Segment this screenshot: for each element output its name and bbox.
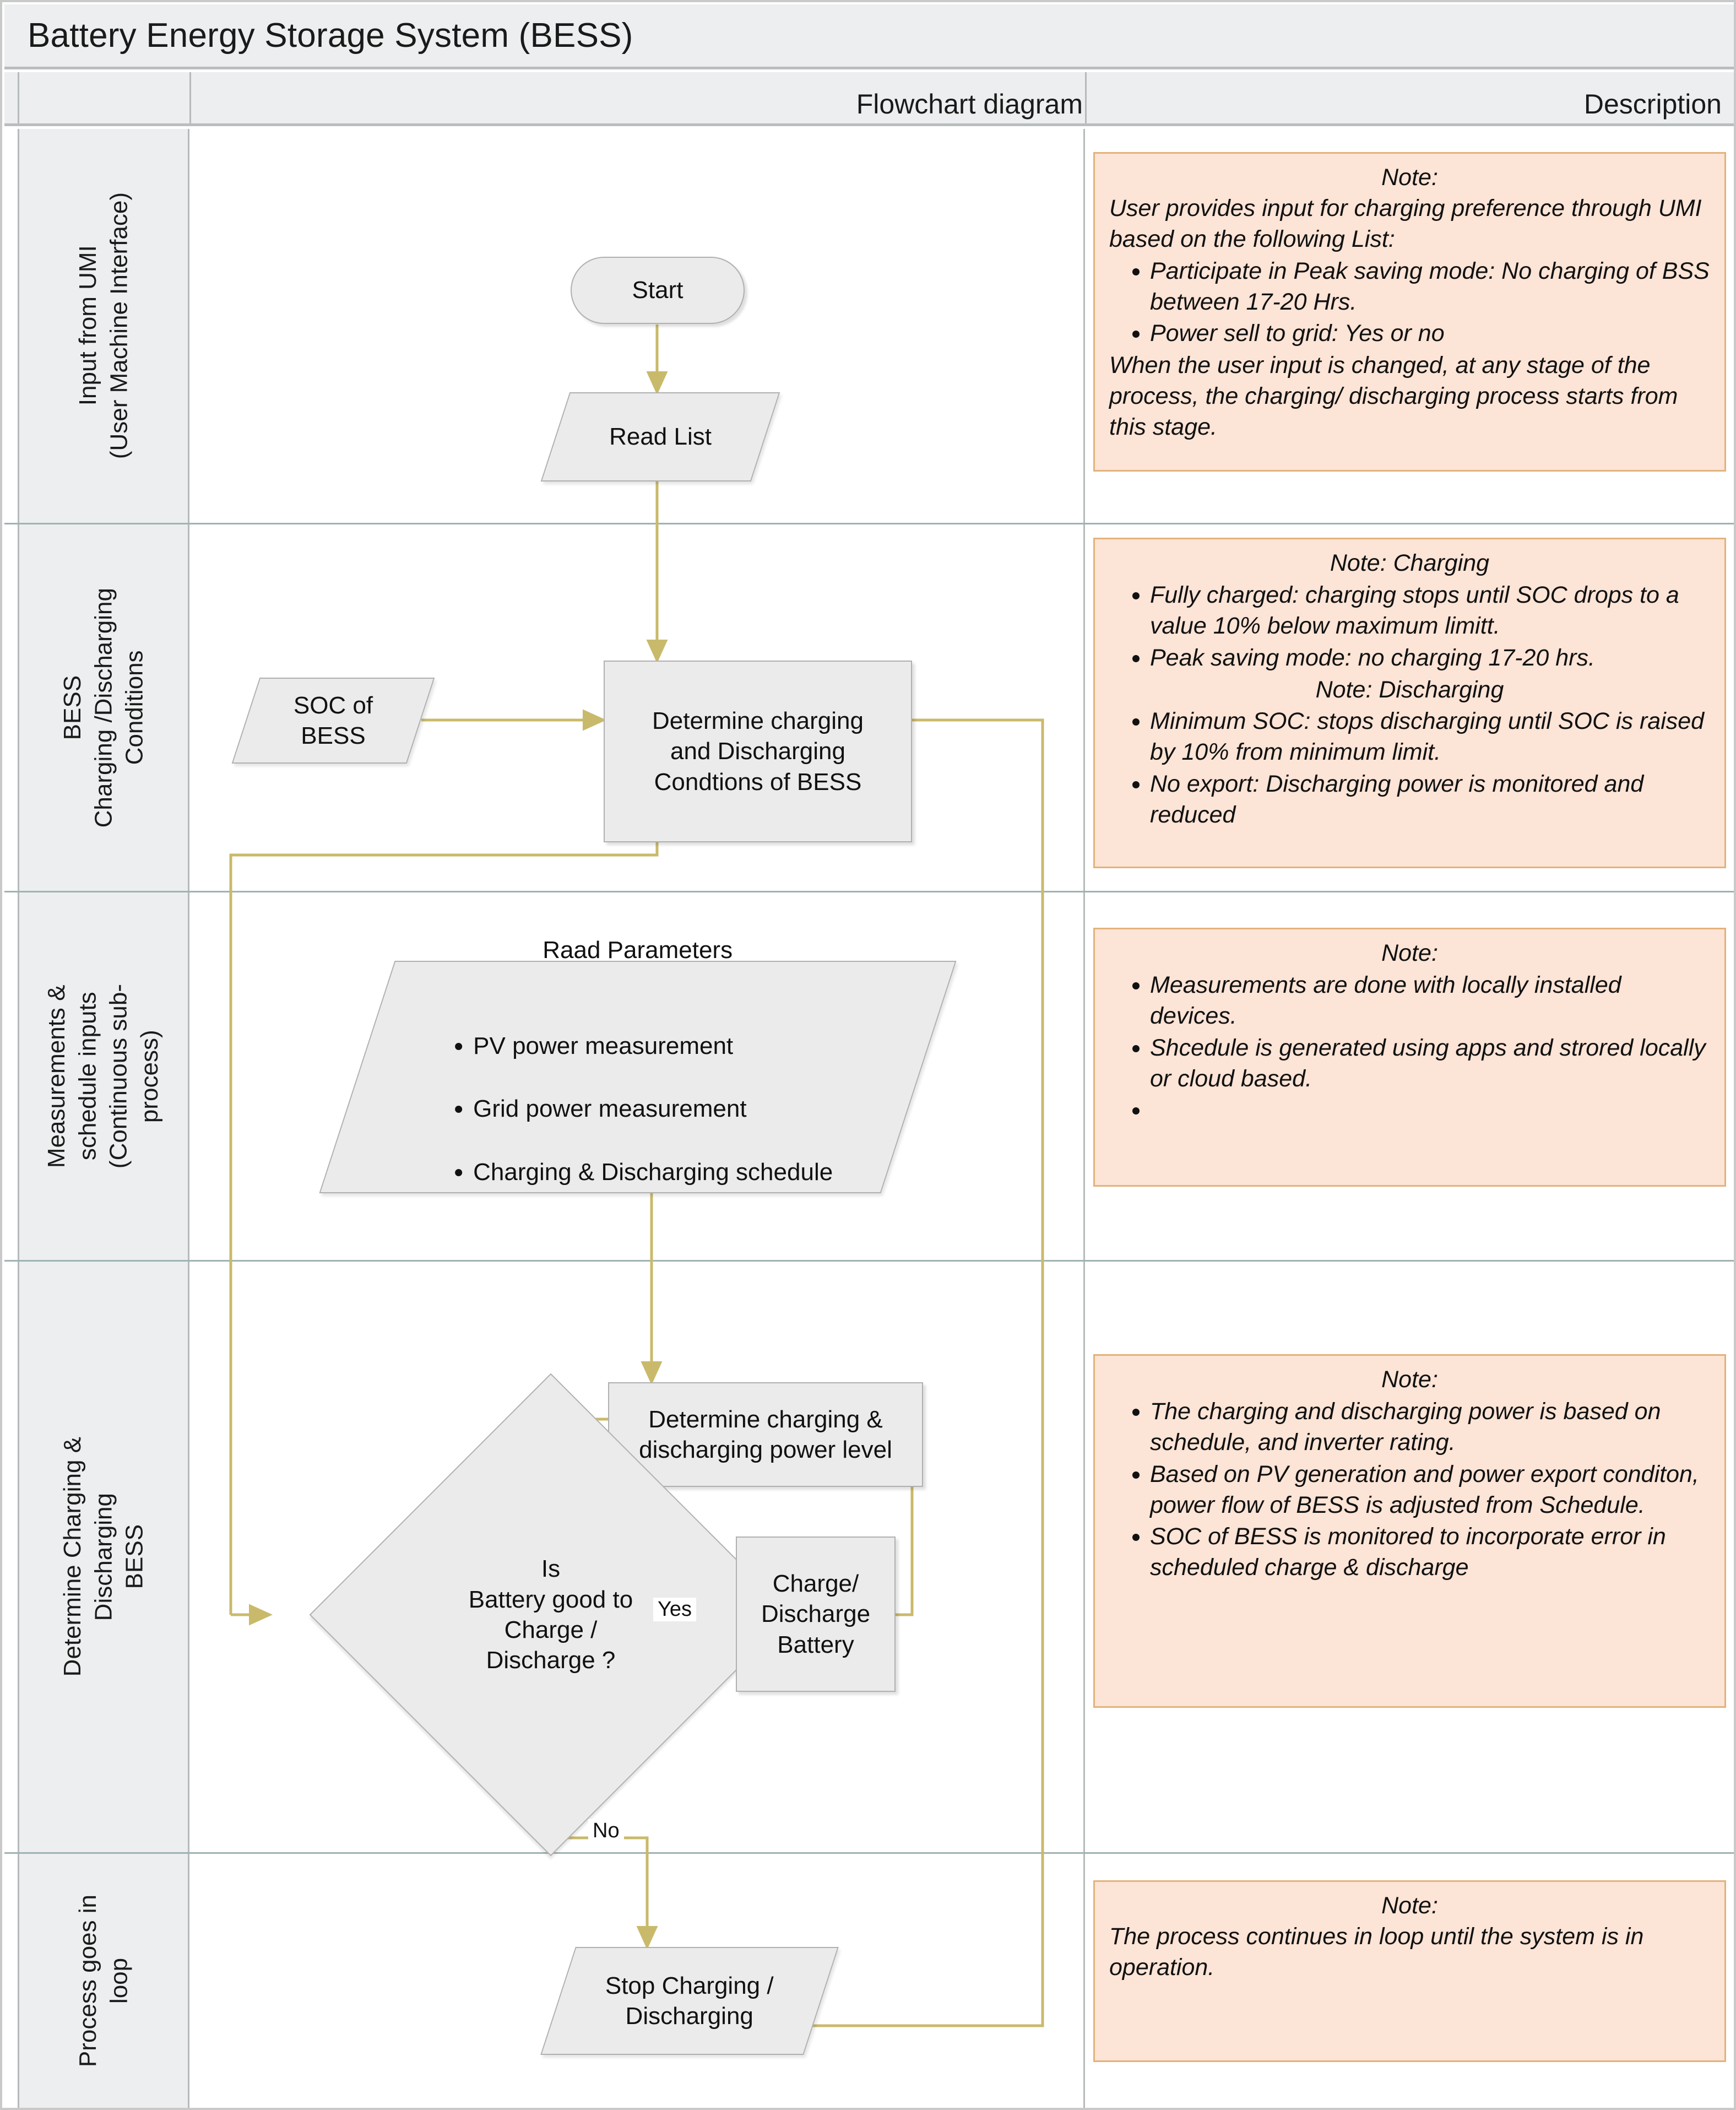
node-read-list-label: Read List [609,423,712,451]
note-box-row2: Note: Charging Fully charged: charging s… [1093,538,1726,868]
note-bullet: Peak saving mode: no charging 17-20 hrs. [1150,643,1710,674]
note-outro: The process continues in loop until the … [1109,1923,1644,1981]
header-divider-labelcol [189,72,191,123]
description-cell-row4: Note: The charging and discharging power… [1087,1262,1734,1852]
description-cell-row5: Note: The process continues in loop unti… [1087,1854,1734,2108]
node-determine-power-level[interactable]: Determine charging & discharging power l… [608,1382,923,1487]
column-header-row: Flowchart diagram Description [4,72,1734,126]
node-read-parameters-list: PV power measurement Grid power measurem… [442,999,833,1219]
note-bullet: No export: Discharging power is monitore… [1150,769,1710,831]
page-title: Battery Energy Storage System (BESS) [28,17,633,55]
read-parameter-item: Grid power measurement [473,1094,833,1125]
description-cell-row2: Note: Charging Fully charged: charging s… [1087,524,1734,891]
header-divider-flowcol [1085,72,1087,123]
note-box-row5: Note: The process continues in loop unti… [1093,1880,1726,2062]
row-label-input-from-umi: Input from UMI (User Machine Interface) [18,129,189,523]
node-determine-conditions-label: Determine charging and Discharging Condt… [652,707,864,796]
node-determine-power-level-label: Determine charging & discharging power l… [639,1405,892,1463]
row-label-process-loop: Process goes in loop [18,1854,189,2108]
node-read-parameters-title: Raad Parameters [542,937,733,964]
edge-label-no: No [588,1819,624,1843]
node-read-list[interactable]: Read List [540,392,780,481]
diagram-grid: Input from UMI (User Machine Interface) … [4,129,1734,2108]
note-bullet: Measurements are done with locally insta… [1150,970,1710,1032]
node-start[interactable]: Start [571,257,745,324]
row-label-determine-charging: Determine Charging & Discharging BESS [18,1262,189,1852]
node-decision-label: Is Battery good to Charge / Discharge ? [468,1555,633,1674]
node-stop-charging-label: Stop Charging / Discharging [605,1972,774,2030]
note-outro: When the user input is changed, at any s… [1109,352,1678,441]
node-start-label: Start [632,277,683,304]
note-box-row3: Note: Measurements are done with locally… [1093,928,1726,1187]
note-bullet-list: The charging and discharging power is ba… [1109,1397,1710,1583]
read-parameter-item: Charging & Discharging schedule [473,1156,833,1188]
row-input-from-umi: Input from UMI (User Machine Interface) … [4,129,1734,524]
note-bullet: Power sell to grid: Yes or no [1150,318,1710,349]
description-cell-row1: Note: User provides input for charging p… [1087,129,1734,523]
note-bullet: Based on PV generation and power export … [1150,1459,1710,1521]
note-bullet-list: Measurements are done with locally insta… [1109,970,1710,1126]
note-bullet: The charging and discharging power is ba… [1150,1397,1710,1458]
note-box-row4: Note: The charging and discharging power… [1093,1354,1726,1708]
read-parameter-item: PV power measurement [473,1030,833,1062]
note-bullet-list-charging: Fully charged: charging stops until SOC … [1109,580,1710,674]
header-divider-left [18,72,19,123]
description-cell-row3: Note: Measurements are done with locally… [1087,892,1734,1260]
note-heading: Note: [1381,164,1438,191]
note-box-row1: Note: User provides input for charging p… [1093,152,1726,472]
node-charge-discharge-battery[interactable]: Charge/ Discharge Battery [736,1536,896,1692]
node-read-parameters[interactable]: Raad Parameters PV power measurement Gri… [319,937,957,1193]
note-intro: User provides input for charging prefere… [1109,194,1702,252]
note-bullet-list-discharging: Minimum SOC: stops discharging until SOC… [1109,706,1710,831]
node-determine-conditions[interactable]: Determine charging and Discharging Condt… [604,661,912,842]
note-heading: Note: [1381,1892,1438,1919]
row-label-bess-conditions: BESS Charging /Discharging Conditions [18,524,189,891]
column-header-flowchart: Flowchart diagram [856,89,1083,120]
node-charge-discharge-battery-label: Charge/ Discharge Battery [761,1570,871,1658]
node-decision-battery-good[interactable]: Is Battery good to Charge / Discharge ? [309,1373,793,1857]
note-bullet: SOC of BESS is monitored to incorporate … [1150,1522,1710,1583]
row-process-loop: Process goes in loop Note: The process c… [4,1854,1734,2108]
title-bar: Battery Energy Storage System (BESS) [4,4,1734,69]
note-bullet-empty [1150,1095,1710,1126]
node-soc-of-bess-label: SOC of BESS [293,691,373,749]
node-stop-charging[interactable]: Stop Charging / Discharging [540,1947,839,2055]
node-read-parameters-body: Raad Parameters PV power measurement Gri… [442,903,833,1251]
note-bullet: Minimum SOC: stops discharging until SOC… [1150,706,1710,768]
column-header-description: Description [1583,89,1722,120]
note-bullet: Shcedule is generated using apps and str… [1150,1033,1710,1095]
note-heading: Note: [1381,1366,1438,1393]
row-label-measurements: Measurements & schedule inputs (Continuo… [18,892,189,1260]
note-bullet-list: Participate in Peak saving mode: No char… [1109,256,1710,350]
note-bullet: Participate in Peak saving mode: No char… [1150,256,1710,318]
note-heading: Note: [1381,940,1438,966]
note-bullet: Fully charged: charging stops until SOC … [1150,580,1710,642]
edge-label-yes: Yes [653,1598,696,1621]
note-heading-charging: Note: Charging [1330,550,1490,576]
node-soc-of-bess[interactable]: SOC of BESS [231,678,435,764]
note-heading-discharging: Note: Discharging [1315,676,1504,703]
